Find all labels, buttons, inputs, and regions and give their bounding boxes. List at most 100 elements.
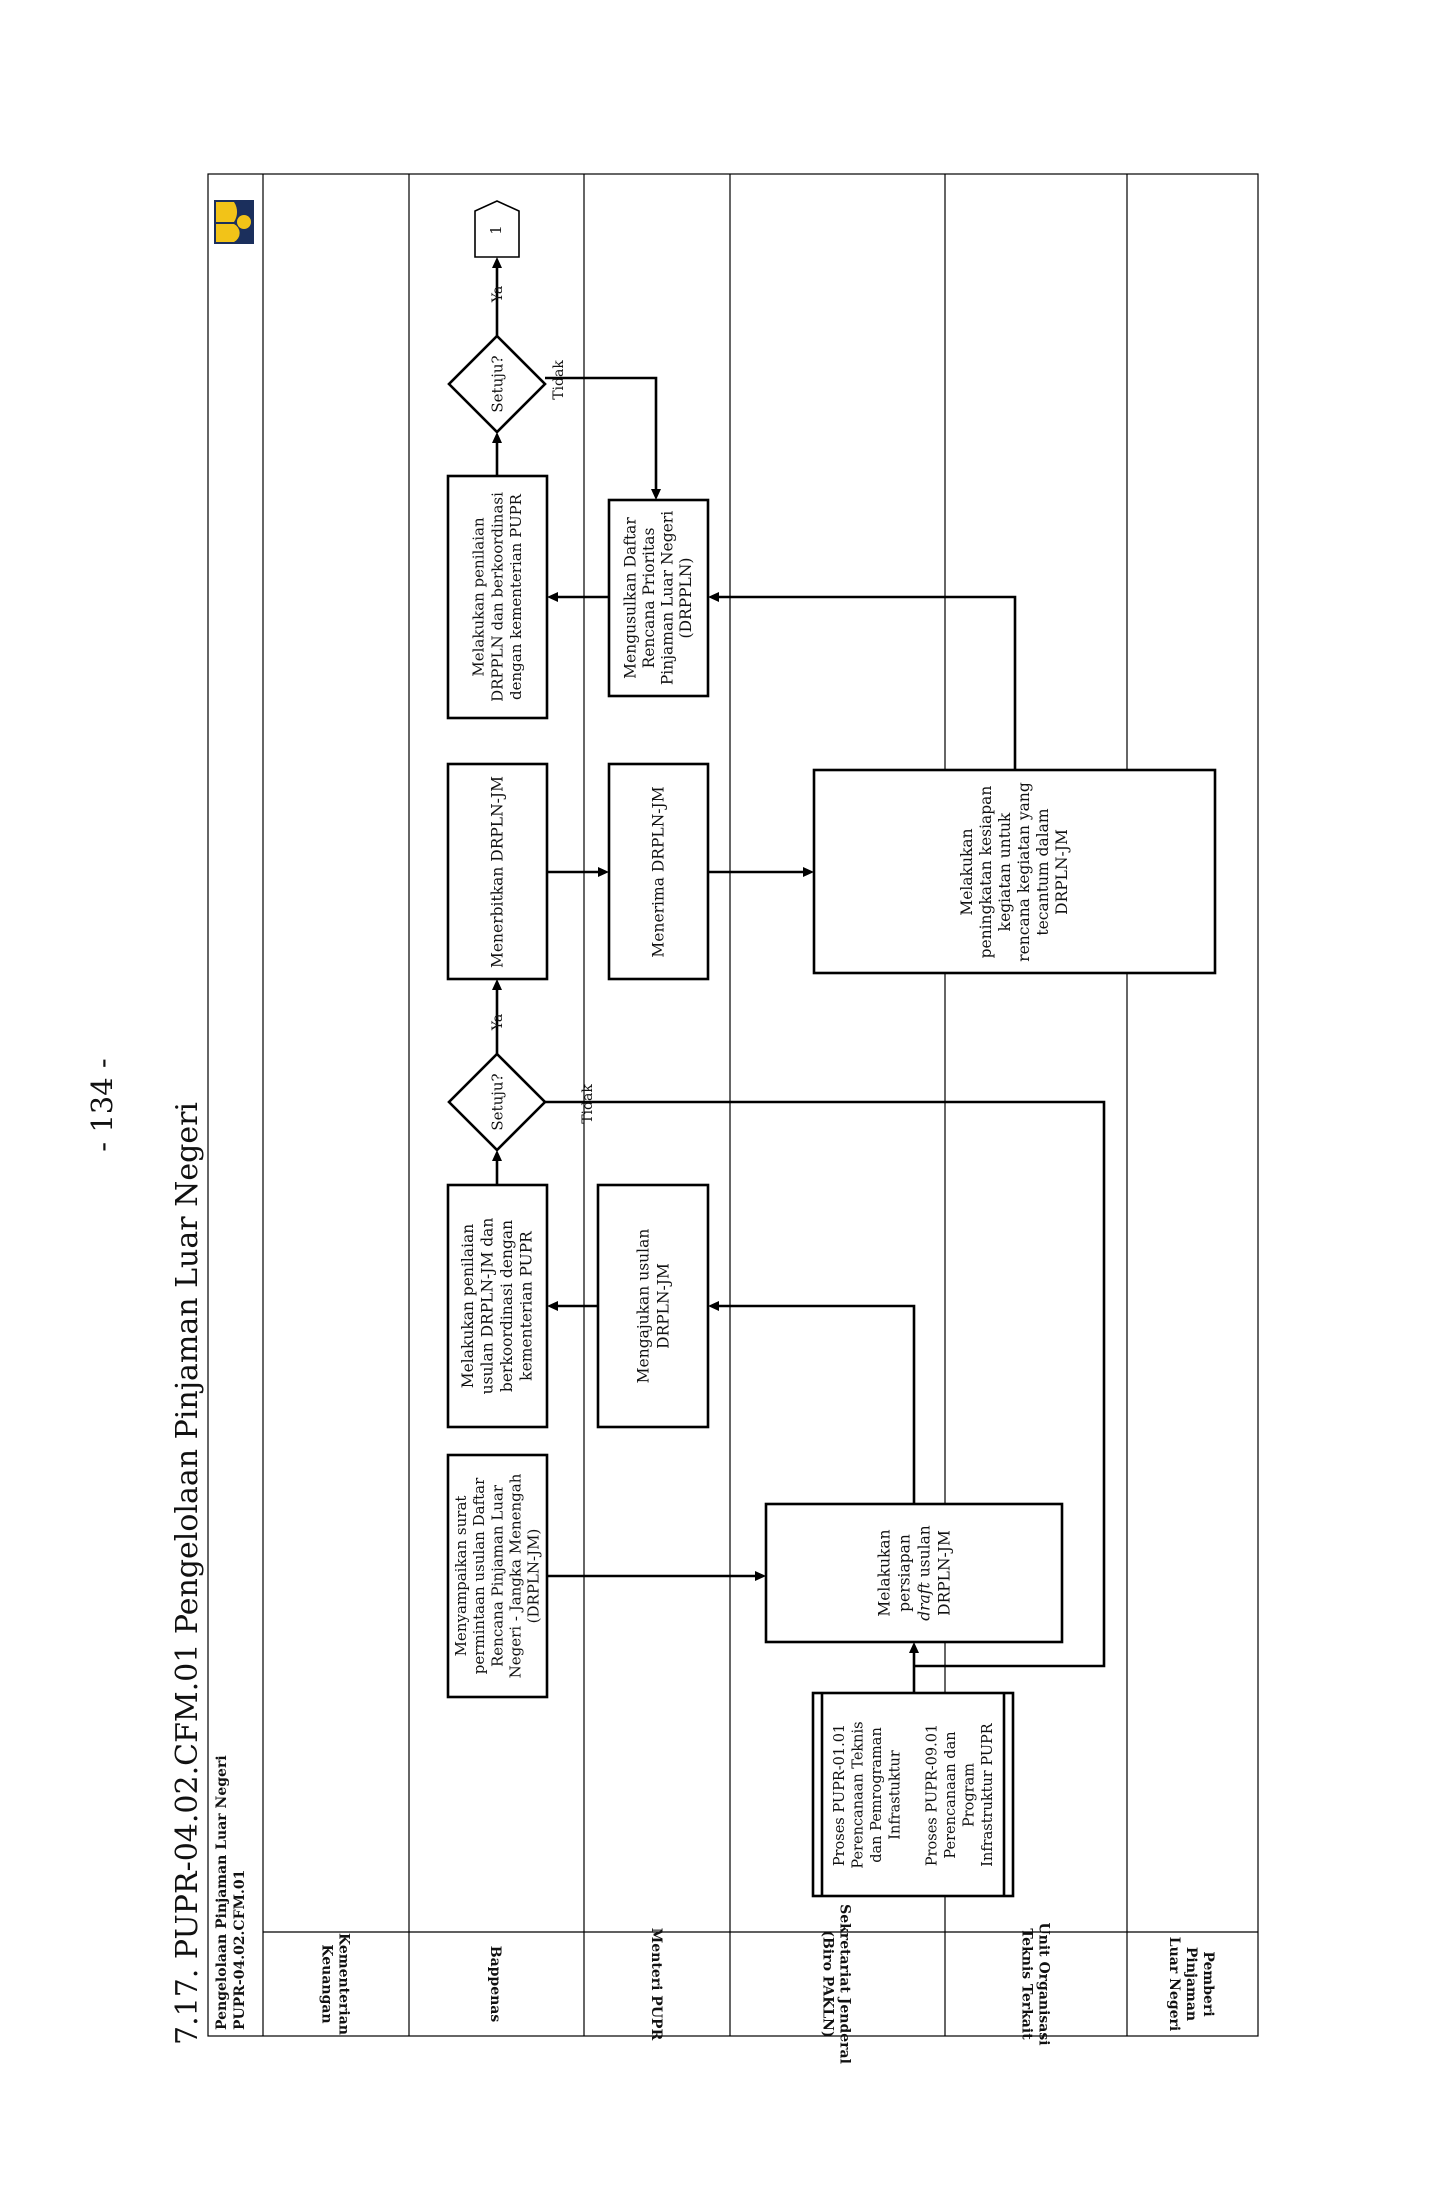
- process-code: PUPR-04.02.CFM.01: [232, 1870, 248, 2030]
- offpage-connector: [474, 200, 520, 258]
- arrowhead: [803, 867, 814, 877]
- arrow-persiapan-to-mengajukan: [716, 1304, 916, 1504]
- mengusulkan-text: Mengusulkan DaftarRencana PrioritasPinja…: [622, 511, 696, 685]
- pupr-logo: [214, 200, 254, 244]
- arrowhead: [547, 592, 558, 602]
- arrow-peningkatan-to-mengusulkan: [716, 595, 1017, 770]
- arrowhead: [651, 489, 661, 500]
- label-tidak-1: Tidak: [580, 1084, 596, 1124]
- menyampaikan-text: Menyampaikan suratpermintaan usulan Daft…: [452, 1473, 542, 1678]
- label-ya-2: Ya: [490, 286, 506, 304]
- decision1-diamond: [447, 1052, 547, 1152]
- penilaian1-text-line: berkoordinasi dengan: [498, 1220, 516, 1392]
- persiapan-text-line: persiapan: [895, 1534, 913, 1612]
- menerbitkan-text-line: Menerbitkan DRPLN-JM: [488, 776, 506, 968]
- peningkatan-text-line: DRPLN-JM: [1053, 829, 1071, 915]
- lane-label-line: Keuangan: [319, 1944, 335, 2023]
- lane-label: Bappenas: [487, 1946, 503, 2023]
- section-title: 7.17. PUPR-04.02.CFM.01 Pengelolaan Pinj…: [170, 1102, 205, 2045]
- connectors: [492, 257, 1106, 1693]
- penilaian1-text-line: usulan DRPLN-JM dan: [479, 1218, 497, 1395]
- persiapan-text-line: draft usulan: [915, 1525, 933, 1621]
- mengusulkan-text-line: Pinjaman Luar Negeri: [659, 511, 677, 685]
- lane-label-line: Kementerian: [336, 1933, 352, 2035]
- arrowhead: [708, 1301, 719, 1311]
- menyampaikan-text-line: (DRPLN-JM): [524, 1529, 542, 1624]
- arrowhead: [492, 1150, 502, 1161]
- lane-label-line: Unit Organisasi: [1036, 1922, 1052, 2045]
- lane-label-line: (Biro PAKLN): [820, 1930, 836, 2037]
- arrowhead: [492, 432, 502, 443]
- peningkatan-text-line: rencana kegiatan yang: [1015, 782, 1033, 962]
- lane-label: PemberiPinjamanLuar Negeri: [1166, 1937, 1216, 2031]
- peningkatan-box: [812, 768, 1217, 975]
- mengusulkan-box: [607, 498, 710, 698]
- process-name: Pengelolaan Pinjaman Luar Negeri: [214, 1755, 230, 2030]
- menerbitkan-text: Menerbitkan DRPLN-JM: [488, 776, 506, 968]
- start_ref-text-line: dan Pemrograman: [869, 1727, 885, 1863]
- mengajukan-text-line: DRPLN-JM: [654, 1263, 672, 1349]
- arrowhead: [708, 592, 719, 602]
- label-ya-1: Ya: [490, 1014, 506, 1032]
- start_ref-text-line: Infrastruktur PUPR: [980, 1722, 996, 1867]
- lane-label-line: Pemberi: [1200, 1951, 1216, 2016]
- menyampaikan-text-line: permintaan usulan Daftar: [470, 1477, 488, 1674]
- lane-label-line: Pinjaman: [1183, 1947, 1199, 2021]
- arrowhead: [492, 979, 502, 990]
- arrowhead: [598, 867, 609, 877]
- start_ref-text-line: Perencanaan Teknis: [851, 1721, 867, 1868]
- menyampaikan-text-line: Rencana Pinjaman Luar: [488, 1484, 506, 1667]
- mengajukan-text-line: Mengajukan usulan: [634, 1229, 652, 1384]
- arrowhead: [909, 1642, 919, 1653]
- menyampaikan-text-line: Negeri - Jangka Menengah: [506, 1473, 524, 1678]
- lane-label-line: Teknis Terkait: [1019, 1928, 1035, 2040]
- penilaian1-text-line: Melakukan penilaian: [459, 1224, 477, 1389]
- menyampaikan-text-line: Menyampaikan surat: [452, 1496, 470, 1657]
- lane-labels: KementerianKeuangan Bappenas Menteri PUPR S…: [319, 1904, 1217, 2064]
- lane-label-line: Sekretariat Jenderal: [837, 1904, 853, 2064]
- penilaian2-text-line: DRPPLN dan berkoordinasi: [488, 492, 506, 702]
- menerbitkan-box: [446, 762, 549, 981]
- menerima-text: Menerima DRPLN-JM: [649, 786, 667, 957]
- penilaian1-text-line: kementerian PUPR: [518, 1230, 536, 1381]
- arrow-decision2-tidak: [545, 376, 658, 492]
- penilaian2-box: [446, 474, 549, 720]
- mengusulkan-text-line: Rencana Prioritas: [640, 528, 658, 669]
- lane-label: Sekretariat Jenderal(Biro PAKLN): [820, 1904, 853, 2064]
- arrow-decision1-tidak: [545, 1100, 1106, 1668]
- mengajukan-box: [596, 1183, 710, 1429]
- lane-label: Unit OrganisasiTeknis Terkait: [1019, 1922, 1052, 2045]
- penilaian2-text-line: Melakukan penilaian: [470, 517, 488, 677]
- arrowhead: [547, 1301, 558, 1311]
- decision2-text: Setuju?: [488, 355, 506, 412]
- decision1-text: Setuju?: [488, 1073, 506, 1130]
- penilaian2-text: Melakukan penilaianDRPPLN dan berkoordin…: [470, 492, 525, 702]
- start-reference-box: [811, 1691, 1015, 1898]
- menyampaikan-box: [446, 1453, 549, 1699]
- decision2-diamond: [447, 334, 547, 434]
- mengusulkan-text-line: Mengusulkan Daftar: [622, 517, 640, 679]
- start_ref-text-line: Perencanaan dan: [943, 1731, 959, 1858]
- persiapan-text-line: DRPLN-JM: [935, 1530, 953, 1616]
- lane-label: KementerianKeuangan: [319, 1933, 352, 2035]
- lane-label-line: Menteri PUPR: [648, 1928, 664, 2041]
- peningkatan-text: Melakukanpeningkatan kesiapankegiatan un…: [958, 782, 1071, 962]
- page-number: - 134 -: [85, 1058, 119, 1151]
- persiapan-text-line: Melakukan: [875, 1529, 893, 1616]
- peningkatan-text-line: Melakukan: [958, 828, 976, 915]
- lane-label-line: Luar Negeri: [1166, 1937, 1182, 2031]
- start_ref-text-line: Proses PUPR-01.01: [832, 1724, 848, 1866]
- diagram-frame: [207, 173, 1259, 2037]
- peningkatan-text-line: tecantum dalam: [1034, 808, 1052, 936]
- arrowhead: [755, 1571, 766, 1581]
- decision2-text-line: Setuju?: [488, 355, 506, 412]
- decision1-text-line: Setuju?: [488, 1073, 506, 1130]
- start_ref-text-line: Program: [962, 1763, 978, 1827]
- peningkatan-text-line: peningkatan kesiapan: [977, 786, 995, 959]
- label-tidak-2: Tidak: [551, 360, 567, 400]
